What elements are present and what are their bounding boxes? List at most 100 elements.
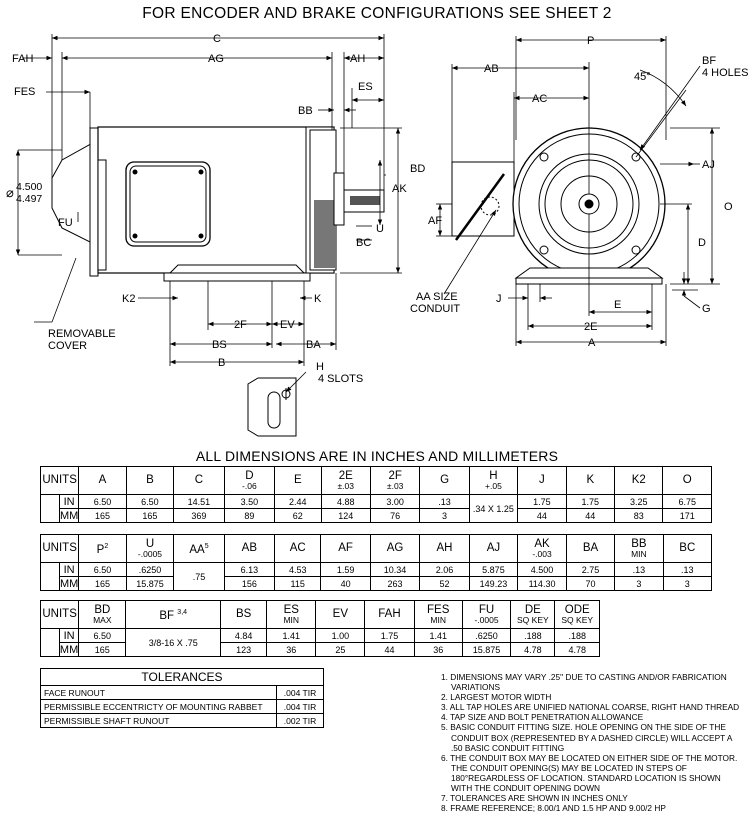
tolerance-label: FACE RUNOUT bbox=[40, 685, 277, 700]
t1-mm-2E: 124 bbox=[320, 508, 371, 523]
t3-col-FAH: FAH bbox=[364, 600, 415, 629]
tolerances-title: TOLERANCES bbox=[40, 668, 324, 686]
note-item: 2. LARGEST MOTOR WIDTH bbox=[441, 692, 552, 703]
t3-in-FES: 1.41 bbox=[413, 628, 463, 643]
t1-mm-C: 369 bbox=[173, 508, 225, 523]
label-diameter-symbol: ⌀ bbox=[6, 185, 14, 200]
label-AH: AH bbox=[350, 53, 365, 65]
t2-mm-AK: 114.30 bbox=[517, 576, 567, 591]
t1-in-J: 1.75 bbox=[517, 494, 567, 509]
label-BC: BC bbox=[356, 237, 371, 249]
t3-mm-ODE: 4.78 bbox=[554, 642, 600, 657]
t3-in-FAH: 1.75 bbox=[364, 628, 415, 643]
t1-in-C: 14.51 bbox=[173, 494, 225, 509]
label-BS: BS bbox=[212, 339, 227, 351]
t1-col-C: C bbox=[173, 466, 225, 495]
sheet-title: FOR ENCODER AND BRAKE CONFIGURATIONS SEE… bbox=[142, 5, 612, 22]
label-O: O bbox=[724, 201, 733, 213]
label-BD: BD bbox=[410, 163, 425, 175]
t2-mm-BA: 70 bbox=[565, 576, 616, 591]
label-BB: BB bbox=[298, 105, 313, 117]
t2-col-BC: BC bbox=[662, 534, 713, 563]
t2-row-in: IN bbox=[58, 562, 80, 577]
t3-col-FU: FU-.0005 bbox=[461, 600, 512, 629]
label-K: K bbox=[314, 293, 322, 305]
label-2E: 2E bbox=[584, 321, 597, 333]
t3-mm-DE: 4.78 bbox=[510, 642, 556, 657]
dimension-table-1: UNITS A B C D-.06 E 2E±.03 2F±.03 G H+.0… bbox=[39, 466, 712, 523]
t1-in-G: .13 bbox=[419, 494, 470, 509]
t3-in-ES: 1.41 bbox=[266, 628, 317, 643]
label-shaft-diameter-minus: 4.497 bbox=[16, 193, 42, 205]
t1-mm-G: 3 bbox=[419, 508, 470, 523]
label-AC: AC bbox=[532, 93, 547, 105]
t1-in-K2: 3.25 bbox=[614, 494, 664, 509]
label-AF: AF bbox=[428, 215, 442, 227]
t2-mm-U: 15.875 bbox=[125, 576, 175, 591]
t2-mm-AG: 263 bbox=[369, 576, 421, 591]
t1-col-D: D-.06 bbox=[223, 466, 276, 495]
label-C: C bbox=[213, 33, 221, 45]
t1-in-2E: 4.88 bbox=[320, 494, 371, 509]
t2-mm-BB: 3 bbox=[614, 576, 664, 591]
t2-mm-AH: 52 bbox=[419, 576, 470, 591]
t2-mm-AB: 156 bbox=[223, 576, 276, 591]
t3-mm-ES: 36 bbox=[266, 642, 317, 657]
t1-col-B: B bbox=[125, 466, 175, 495]
t1-row-mm: MM bbox=[58, 508, 80, 523]
label-aa-size-1: AA SIZE bbox=[416, 291, 458, 303]
t2-in-U: .6250 bbox=[125, 562, 175, 577]
t3-mm-FAH: 44 bbox=[364, 642, 415, 657]
label-removable-cover-2: COVER bbox=[48, 340, 87, 352]
label-FU: FU bbox=[58, 217, 73, 229]
t1-in-D: 3.50 bbox=[223, 494, 276, 509]
t2-in-AC: 4.53 bbox=[273, 562, 322, 577]
note-item: 7. TOLERANCES ARE SHOWN IN INCHES ONLY bbox=[441, 793, 628, 804]
t2-col-AC: AC bbox=[273, 534, 322, 563]
t1-in-A: 6.50 bbox=[78, 494, 127, 509]
side-view bbox=[15, 34, 402, 437]
label-BF: BF bbox=[702, 55, 716, 67]
t2-col-AK: AK-.003 bbox=[517, 534, 567, 563]
note-item: 1. DIMENSIONS MAY VARY .25" DUE TO CASTI… bbox=[441, 672, 727, 693]
label-slots: 4 SLOTS bbox=[318, 373, 363, 385]
t2-col-AA: AA5 bbox=[173, 534, 225, 563]
t2-in-BA: 2.75 bbox=[565, 562, 616, 577]
tolerance-value: .004 TIR bbox=[276, 685, 324, 700]
t1-in-O: 6.75 bbox=[662, 494, 712, 509]
label-shaft-diameter: 4.500 bbox=[16, 181, 42, 193]
t1-col-2E: 2E±.03 bbox=[320, 466, 371, 495]
t3-in-BD: 6.50 bbox=[78, 628, 127, 643]
notes-list: 1. DIMENSIONS MAY VARY .25" DUE TO CASTI… bbox=[441, 672, 741, 813]
t1-col-E: E bbox=[274, 466, 322, 495]
t1-mm-E: 62 bbox=[274, 508, 322, 523]
note-item: 8. FRAME REFERENCE; 8.00/1 AND 1.5 HP AN… bbox=[441, 803, 666, 814]
t2-in-AA: .75 bbox=[173, 562, 225, 591]
t2-col-AF: AF bbox=[320, 534, 371, 563]
t3-in-ODE: .188 bbox=[554, 628, 600, 643]
t1-col-G: G bbox=[419, 466, 470, 495]
t2-in-BB: .13 bbox=[614, 562, 664, 577]
t3-in-BS: 4.84 bbox=[220, 628, 268, 643]
t3-mm-FES: 36 bbox=[413, 642, 463, 657]
table2-units-header: UNITS bbox=[39, 534, 80, 563]
t1-col-2F: 2F±.03 bbox=[369, 466, 421, 495]
t3-col-EV: EV bbox=[315, 600, 366, 629]
t3-mm-FU: 15.875 bbox=[461, 642, 512, 657]
t3-in-EV: 1.00 bbox=[315, 628, 366, 643]
t1-col-K: K bbox=[565, 466, 616, 495]
label-AJ: AJ bbox=[702, 159, 715, 171]
t2-in-AH: 2.06 bbox=[419, 562, 470, 577]
t2-in-P: 6.50 bbox=[78, 562, 127, 577]
t1-mm-J: 44 bbox=[517, 508, 567, 523]
label-J: J bbox=[496, 293, 502, 305]
label-AB: AB bbox=[484, 63, 499, 75]
t2-mm-AC: 115 bbox=[273, 576, 322, 591]
tolerance-value: .002 TIR bbox=[276, 713, 324, 728]
t3-mm-EV: 25 bbox=[315, 642, 366, 657]
t3-in-BF: 3/8-16 X .75 bbox=[125, 628, 222, 657]
t3-row-mm: MM bbox=[58, 642, 80, 657]
